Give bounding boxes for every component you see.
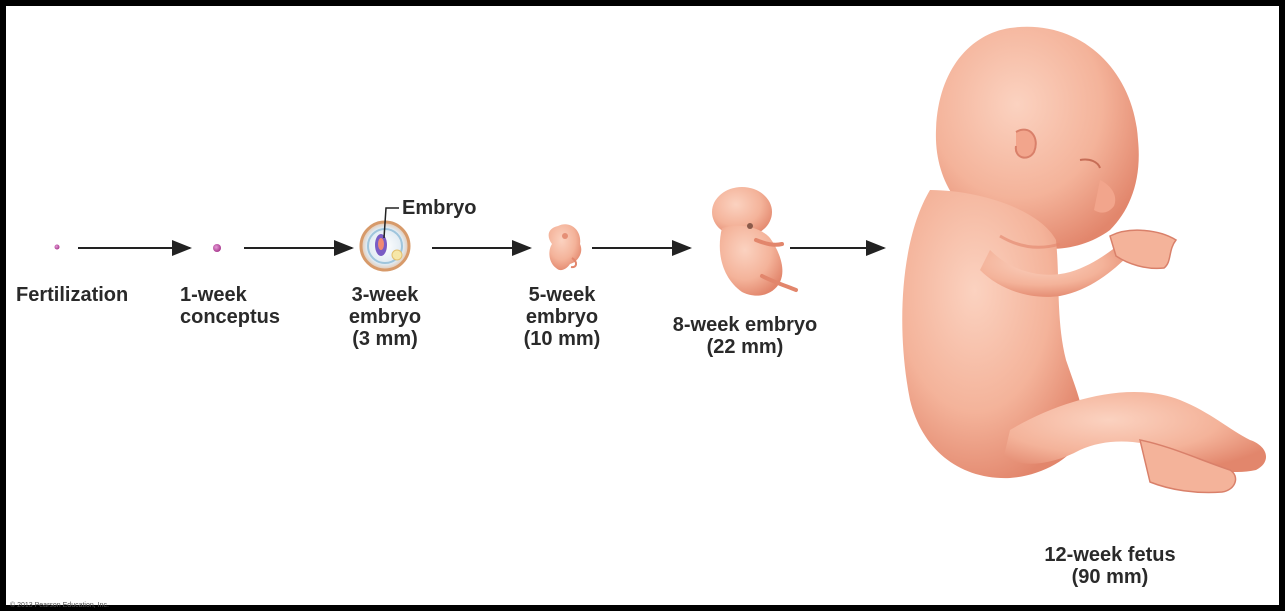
eight-week-embryo-figure — [712, 187, 796, 296]
conceptus-dot — [213, 244, 221, 252]
five-week-embryo-label: 5-week embryo (10 mm) — [512, 284, 612, 350]
five-week-embryo-figure — [549, 224, 582, 270]
fertilization-dot — [55, 245, 60, 250]
eight-week-embryo-label: 8-week embryo (22 mm) — [660, 314, 830, 358]
copyright-credit: © 2013 Pearson Education, Inc. — [10, 602, 109, 609]
embryo-callout-label: Embryo — [402, 197, 476, 219]
fertilization-label: Fertilization — [16, 284, 128, 306]
three-week-embryo-label: 3-week embryo (3 mm) — [340, 284, 430, 350]
twelve-week-fetus-figure — [902, 27, 1266, 493]
twelve-week-fetus-label: 12-week fetus (90 mm) — [1030, 544, 1190, 588]
one-week-conceptus-label: 1-week conceptus — [180, 284, 280, 328]
